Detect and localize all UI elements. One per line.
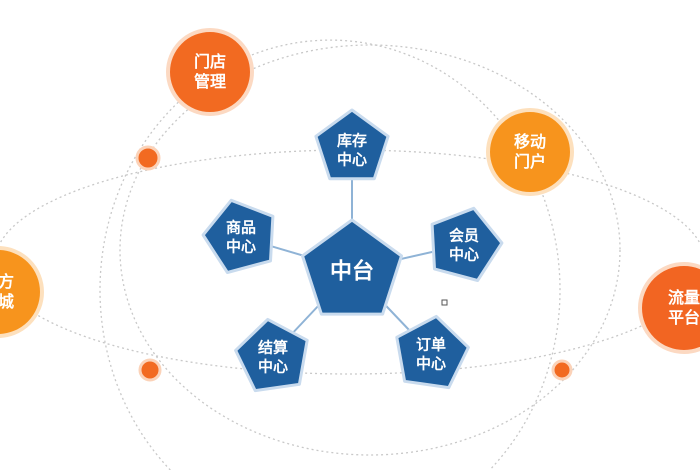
- orbit-ellipse: [119, 44, 621, 456]
- center-pentagon: [301, 218, 403, 316]
- module-pentagon: [395, 314, 470, 390]
- channel-label-line1: 官方: [0, 272, 15, 291]
- channel-label-line1: 门店: [193, 52, 227, 71]
- module-settlement: 结算中心: [258, 338, 288, 376]
- center-label: 中台: [329, 259, 375, 285]
- module-label-line1: 商品: [225, 218, 257, 237]
- channel-label-line2: 商城: [0, 292, 15, 311]
- module-label-line1: 结算: [257, 338, 289, 357]
- module-label-line1: 订单: [415, 335, 447, 354]
- module-pentagon: [201, 198, 275, 274]
- channel-circle: [166, 28, 254, 116]
- module-inventory: 库存中心: [337, 131, 367, 169]
- channel-label-line2: 管理: [193, 72, 227, 91]
- module-label-line1: 会员: [448, 226, 480, 245]
- module-member: 会员中心: [449, 226, 479, 264]
- module-product: 商品中心: [226, 218, 256, 256]
- module-pentagon: [234, 317, 309, 393]
- channel-official-mall: 官方商城: [0, 272, 14, 312]
- channel-label-line1: 流量: [667, 288, 700, 307]
- module-order: 订单中心: [416, 335, 446, 373]
- module-label-line2: 中心: [336, 150, 368, 168]
- module-pentagon: [314, 108, 390, 181]
- orbit-dot: [135, 145, 161, 171]
- orbit-dot: [551, 359, 573, 381]
- module-label-line2: 中心: [257, 357, 289, 375]
- channel-circle: [638, 262, 700, 354]
- marker-square: [441, 299, 448, 306]
- channel-label-line2: 门户: [513, 152, 547, 171]
- pentagons: [201, 108, 504, 393]
- module-pentagon: [430, 206, 504, 282]
- channel-mobile-portal: 移动门户: [514, 132, 546, 172]
- module-label-line2: 中心: [448, 245, 480, 263]
- module-label-line2: 中心: [415, 354, 447, 372]
- module-label-line1: 库存: [336, 131, 368, 150]
- channel-circle: [486, 108, 574, 196]
- orbit-dot: [138, 358, 162, 382]
- channel-store-management: 门店管理: [194, 52, 226, 92]
- channel-circle: [0, 246, 44, 338]
- channel-label-line2: 平台: [667, 308, 700, 327]
- channel-label-line1: 移动: [513, 132, 547, 151]
- module-label-line2: 中心: [225, 237, 257, 255]
- orbit-ellipse: [99, 39, 561, 470]
- channel-traffic-platform: 流量平台: [668, 288, 700, 328]
